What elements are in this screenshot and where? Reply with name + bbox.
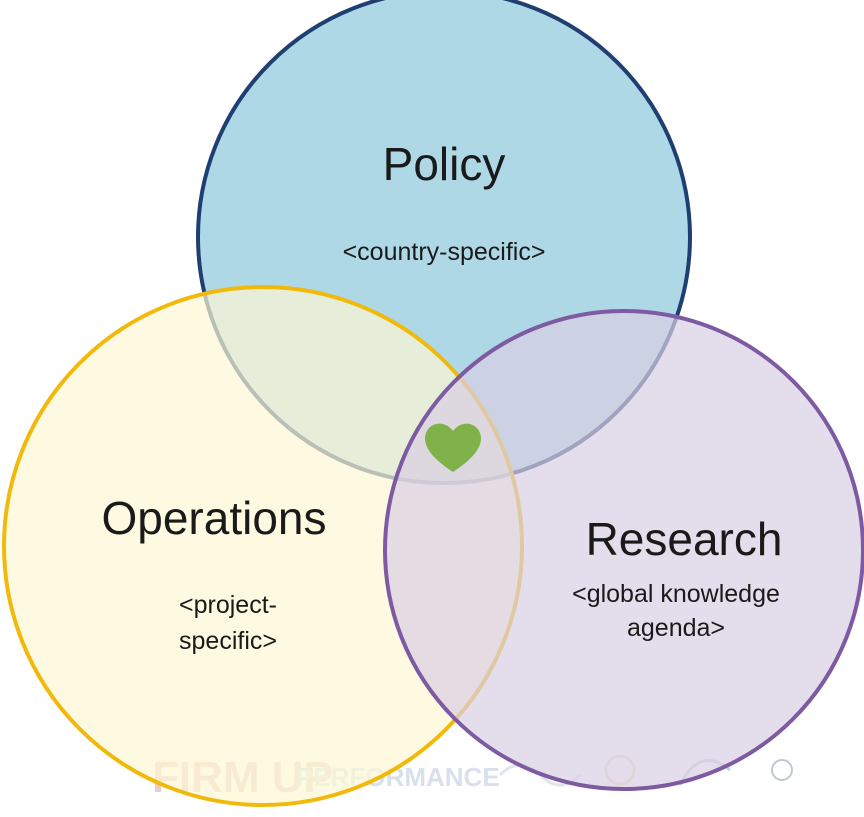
operations-subtitle-line-1: <project- — [179, 591, 277, 619]
heart-icon — [425, 423, 481, 472]
research-subtitle-line-1: <global knowledge — [572, 580, 780, 608]
policy-title: Policy — [383, 138, 506, 190]
world-bank-globe-icon — [771, 759, 793, 781]
operations-title: Operations — [101, 492, 326, 544]
policy-subtitle-line-1: <country-specific> — [343, 238, 546, 266]
operations-subtitle-line-2: specific> — [179, 627, 277, 655]
research-subtitle-line-2: agenda> — [627, 614, 725, 642]
research-title: Research — [586, 513, 783, 565]
circle-research — [383, 309, 864, 791]
